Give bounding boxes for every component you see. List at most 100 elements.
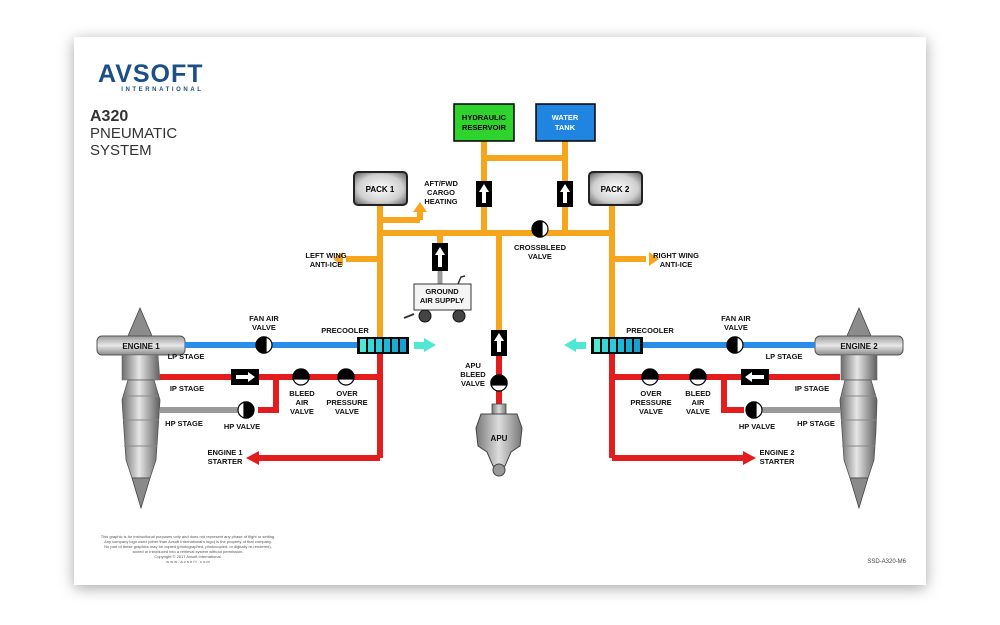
- water-label-2: TANK: [555, 123, 576, 132]
- disclaimer-line: No part of these graphics may be copied …: [104, 544, 272, 549]
- engine-2: [814, 306, 904, 510]
- hp-valve-left: [237, 401, 255, 419]
- cargo-label-1: AFT/FWD: [424, 179, 458, 188]
- right-wing-arrow: [649, 252, 659, 266]
- over-right-3: VALVE: [639, 407, 663, 416]
- ground-air-label-2: AIR SUPPLY: [420, 296, 464, 305]
- precooler-left-label: PRECOOLER: [321, 326, 369, 335]
- valve-set: [237, 220, 763, 419]
- ground-air-cart: [403, 271, 472, 323]
- bleed-right-3: VALVE: [686, 407, 710, 416]
- hydraulic-label-1: HYDRAULIC: [462, 113, 507, 122]
- precooler-left: [357, 337, 409, 354]
- water-tank: WATER TANK: [535, 103, 596, 142]
- disclaimer-line: Any company logo used (other than Avsoft…: [104, 539, 272, 544]
- check-valve-hydraulic: [476, 181, 492, 207]
- bleed-left-2: AIR: [296, 398, 310, 407]
- fan-air-right-1: FAN AIR: [721, 314, 751, 323]
- engine-2-starter-arrow: [743, 451, 756, 465]
- disclaimer-line: w w w . a v s o f t . c o m: [166, 559, 210, 564]
- hp-stage-right: HP STAGE: [797, 419, 835, 428]
- apu-bleed-label-3: VALVE: [461, 379, 485, 388]
- lp-stage-left: LP STAGE: [168, 352, 205, 361]
- check-valve-water: [557, 181, 573, 207]
- ip-stage-right: IP STAGE: [795, 384, 829, 393]
- left-wing-arrow: [333, 252, 343, 266]
- cool-outflow-arrow-left: [414, 338, 436, 352]
- engine-1-label: ENGINE 1: [122, 342, 160, 351]
- title-line-2: PNEUMATIC: [90, 125, 178, 142]
- avsoft-logo: AVSOFT INTERNATIONAL: [98, 62, 204, 94]
- title-line-1: A320: [90, 108, 129, 125]
- cool-outflow-arrow-right: [564, 338, 586, 352]
- check-valve-ground: [432, 243, 448, 271]
- lp-stage-right: LP STAGE: [766, 352, 803, 361]
- starter-left-1: ENGINE 1: [207, 448, 242, 457]
- fan-air-left-2: VALVE: [252, 323, 276, 332]
- apu-bleed-label-2: BLEED: [460, 370, 486, 379]
- document-id: SSD-A320-M6: [867, 559, 906, 565]
- check-valve-ip-left: [231, 369, 259, 385]
- over-pressure-valve-right: [641, 368, 659, 386]
- fan-air-right-2: VALVE: [724, 323, 748, 332]
- over-left-1: OVER: [336, 389, 358, 398]
- crossbleed-label-1: CROSSBLEED: [514, 243, 567, 252]
- fan-air-valve-left: [255, 336, 273, 354]
- over-right-2: PRESSURE: [630, 398, 671, 407]
- diagram-title: A320 PNEUMATIC SYSTEM: [90, 108, 177, 159]
- ip-stage-left: IP STAGE: [170, 384, 204, 393]
- pack-2-label: PACK 2: [601, 185, 630, 194]
- logo-subtitle: INTERNATIONAL: [121, 87, 204, 93]
- apu-bleed-valve: [490, 374, 508, 392]
- over-left-3: VALVE: [335, 407, 359, 416]
- hp-stage-left: HP STAGE: [165, 419, 203, 428]
- engine-2-label: ENGINE 2: [840, 342, 878, 351]
- bleed-air-ducts: [346, 140, 646, 338]
- disclaimer-line: Copyright © 2017 Avsoft International.: [154, 554, 222, 559]
- disclaimer-line: This graphic is for instructional purpos…: [100, 534, 276, 539]
- left-wing-label-1: LEFT WING: [305, 251, 346, 260]
- fan-air-left-1: FAN AIR: [249, 314, 279, 323]
- crossbleed-label-2: VALVE: [528, 252, 552, 261]
- starter-right-1: ENGINE 2: [759, 448, 794, 457]
- apu-unit: [475, 403, 523, 477]
- check-valve-ip-right: [741, 369, 769, 385]
- apu-label: APU: [491, 434, 508, 443]
- bleed-air-valve-left: [292, 368, 310, 386]
- bleed-right-1: BLEED: [685, 389, 711, 398]
- bleed-right-2: AIR: [692, 398, 706, 407]
- water-label-1: WATER: [552, 113, 579, 122]
- over-pressure-valve-left: [337, 368, 355, 386]
- check-valve-apu: [491, 330, 507, 356]
- bleed-air-valve-right: [689, 368, 707, 386]
- pack-1-label: PACK 1: [366, 185, 395, 194]
- left-wing-label-2: ANTI-ICE: [310, 260, 343, 269]
- hp-valve-right-label: HP VALVE: [739, 422, 775, 431]
- hydraulic-reservoir: HYDRAULIC RESERVOIR: [453, 103, 515, 142]
- precooler-right: [591, 337, 643, 354]
- starter-left-2: STARTER: [208, 457, 243, 466]
- pack-1: PACK 1: [353, 171, 408, 206]
- cargo-arrow: [413, 202, 427, 212]
- copyright-disclaimer: This graphic is for instructional purpos…: [88, 534, 288, 564]
- engine-1: [96, 306, 186, 510]
- over-right-1: OVER: [640, 389, 662, 398]
- over-left-2: PRESSURE: [326, 398, 367, 407]
- crossbleed-valve: [531, 220, 549, 238]
- cargo-label-2: CARGO: [427, 188, 455, 197]
- starter-right-2: STARTER: [760, 457, 795, 466]
- pack-2: PACK 2: [588, 171, 643, 206]
- cargo-label-3: HEATING: [424, 197, 457, 206]
- ground-air-label-1: GROUND: [425, 287, 459, 296]
- disclaimer-line: stored or introduced into a retrieval sy…: [132, 549, 244, 554]
- right-wing-label-1: RIGHT WING: [653, 251, 699, 260]
- title-line-3: SYSTEM: [90, 142, 152, 159]
- fan-air-valve-right: [726, 336, 744, 354]
- hp-valve-right: [745, 401, 763, 419]
- apu-bleed-label-1: APU: [465, 361, 481, 370]
- bleed-left-3: VALVE: [290, 407, 314, 416]
- precooler-right-label: PRECOOLER: [626, 326, 674, 335]
- bleed-left-1: BLEED: [289, 389, 315, 398]
- hydraulic-label-2: RESERVOIR: [462, 123, 507, 132]
